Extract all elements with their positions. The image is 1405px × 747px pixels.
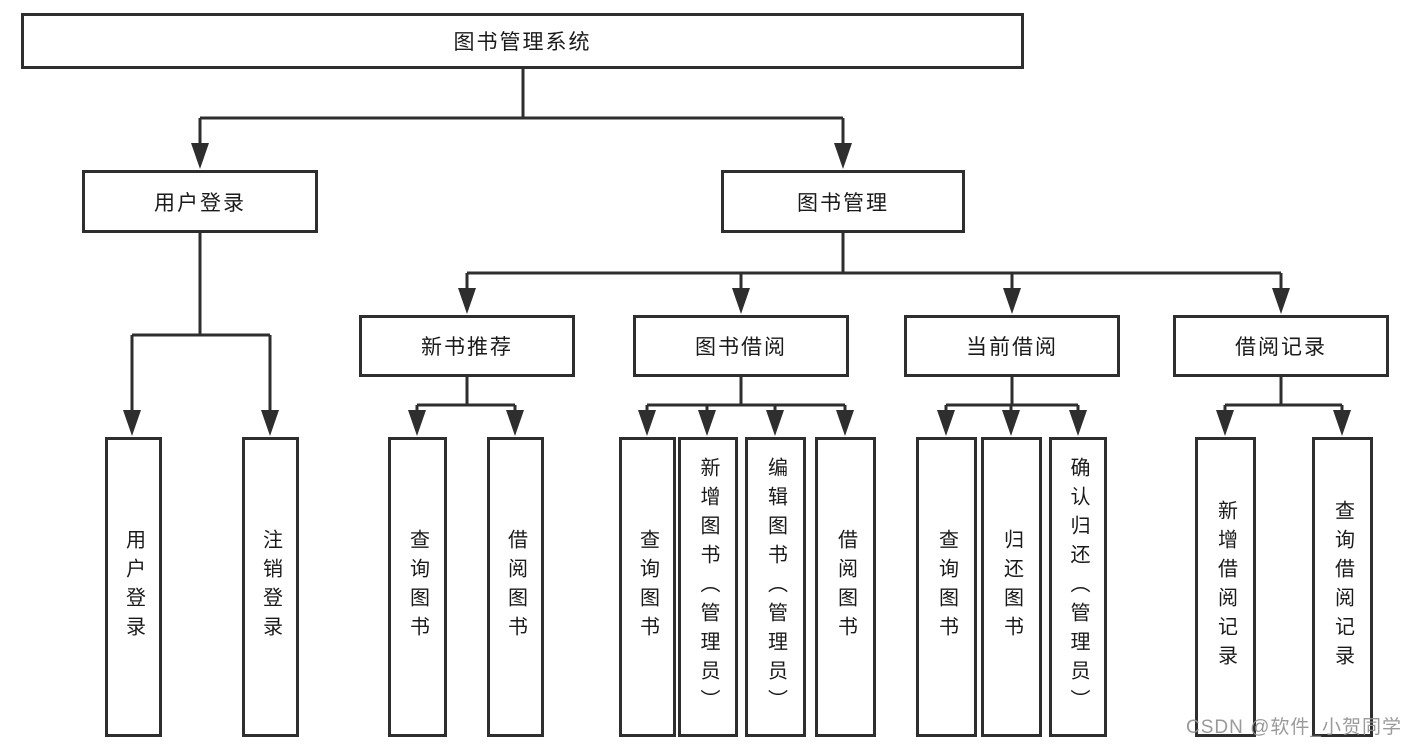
node-label: 图书管理 [797, 191, 889, 215]
node-label: 借阅图书 [834, 529, 857, 645]
node-book-borrowing: 图书借阅 [633, 315, 849, 377]
node-label: 新增图书（管理员） [697, 456, 719, 718]
leaf-query-books-recommend: 查询图书 [388, 437, 447, 737]
csdn-watermark: CSDN @软件_小贺同学 [1186, 717, 1402, 738]
leaf-logout: 注销登录 [242, 437, 299, 737]
arrowheads [123, 143, 1351, 436]
leaf-return-books: 归还图书 [981, 437, 1042, 737]
node-label: 确认归还（管理员） [1067, 456, 1089, 718]
connector-path [130, 69, 1344, 412]
leaf-confirm-return-admin: 确认归还（管理员） [1049, 437, 1107, 737]
node-label: 图书借阅 [695, 336, 787, 359]
node-label: 用户登录 [122, 529, 145, 645]
node-library-management-system: 图书管理系统 [21, 13, 1024, 69]
node-label: 编辑图书（管理员） [764, 456, 787, 718]
node-new-book-recommendation: 新书推荐 [359, 315, 575, 377]
node-label: 归还图书 [1000, 529, 1023, 645]
leaf-add-borrow-record: 新增借阅记录 [1195, 437, 1256, 737]
node-label: 查询图书 [935, 529, 958, 645]
leaf-user-login: 用户登录 [105, 437, 162, 737]
leaf-borrow-books: 借阅图书 [815, 437, 876, 737]
leaf-query-borrow-record: 查询借阅记录 [1312, 437, 1373, 737]
node-user-login-module: 用户登录 [82, 170, 318, 233]
node-label: 当前借阅 [966, 336, 1058, 359]
node-label: 注销登录 [259, 529, 282, 645]
node-label: 借阅图书 [504, 529, 527, 645]
node-label: 新增借阅记录 [1214, 500, 1237, 674]
leaf-edit-books-admin: 编辑图书（管理员） [745, 437, 806, 737]
leaf-add-books-admin: 新增图书（管理员） [678, 437, 738, 737]
node-label: 新书推荐 [421, 336, 513, 359]
node-label: 查询图书 [406, 529, 429, 645]
leaf-query-books-current: 查询图书 [916, 437, 977, 737]
node-label: 借阅记录 [1235, 336, 1327, 359]
node-label: 查询借阅记录 [1331, 500, 1354, 674]
node-book-management-module: 图书管理 [721, 170, 965, 233]
node-borrowing-records: 借阅记录 [1173, 315, 1389, 377]
leaf-borrow-books-recommend: 借阅图书 [487, 437, 544, 737]
node-label: 查询图书 [636, 529, 659, 645]
leaf-query-books-borrow: 查询图书 [619, 437, 676, 737]
node-label: 用户登录 [154, 191, 246, 215]
node-label: 图书管理系统 [453, 31, 592, 54]
node-current-borrowing: 当前借阅 [904, 315, 1120, 377]
